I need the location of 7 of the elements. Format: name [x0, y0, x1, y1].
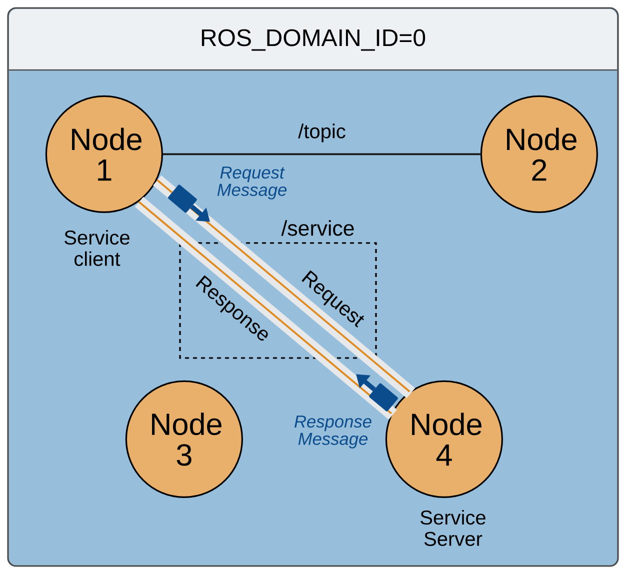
edge-label: /topic	[298, 124, 346, 142]
node-caption: Service client	[64, 230, 130, 266]
message-label: Response Message	[294, 416, 372, 448]
message-label: Request Message	[217, 166, 286, 200]
connector-line	[163, 153, 480, 156]
service-label: /service	[281, 220, 354, 236]
node-caption: Service Server	[420, 510, 486, 546]
